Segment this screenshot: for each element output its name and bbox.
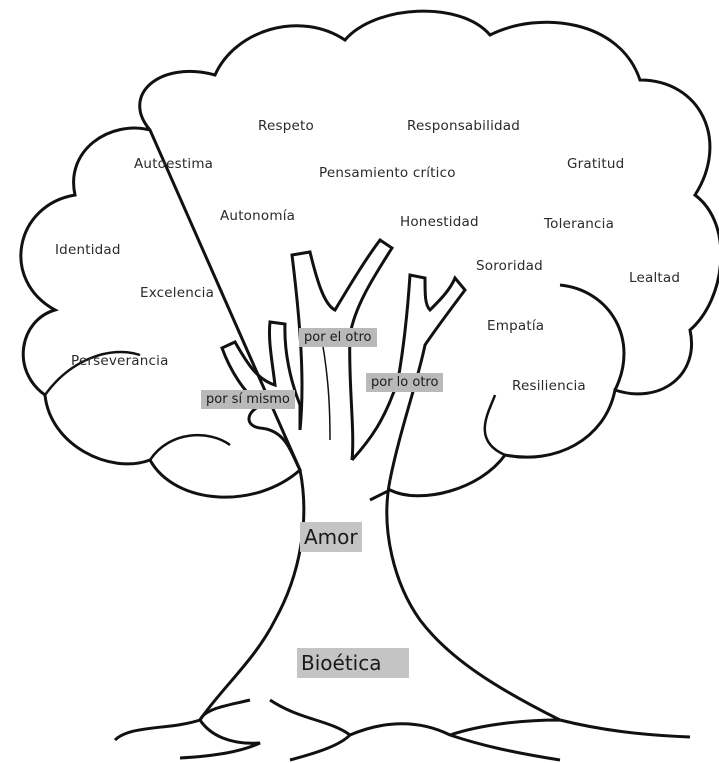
trunk-label: Amor (300, 522, 362, 552)
value-word: Responsabilidad (407, 118, 521, 134)
value-word: Resiliencia (512, 378, 586, 394)
value-word: Perseverancia (71, 353, 169, 369)
branch-left (220, 320, 302, 471)
value-word: Lealtad (629, 270, 681, 286)
value-word: Respeto (258, 118, 314, 134)
value-word: Sororidad (476, 258, 543, 274)
roots-label: Bioética (297, 648, 409, 678)
branch-center (290, 237, 395, 461)
value-word: Identidad (55, 242, 121, 258)
value-word: Gratitud (567, 156, 625, 172)
value-word: Autonomía (220, 208, 296, 224)
canopy-inner-line (559, 283, 626, 391)
canopy-inner-line (148, 434, 231, 461)
value-word: Tolerancia (544, 216, 615, 232)
roots-outline (113, 698, 691, 762)
canopy-outline (19, 9, 719, 502)
branch-label-other-person: por el otro (299, 328, 377, 347)
canopy-inner-line (483, 394, 506, 457)
value-word: Honestidad (400, 214, 479, 230)
branch-label-self: por sí mismo (201, 390, 295, 409)
value-word: Autoestima (134, 156, 214, 172)
canopy-inner-line (43, 350, 141, 396)
trunk-outline (198, 469, 561, 722)
branch-label-other-thing: por lo otro (366, 373, 444, 392)
value-word: Excelencia (140, 285, 215, 301)
value-word: Pensamiento crítico (319, 165, 456, 181)
value-word: Empatía (487, 318, 545, 334)
